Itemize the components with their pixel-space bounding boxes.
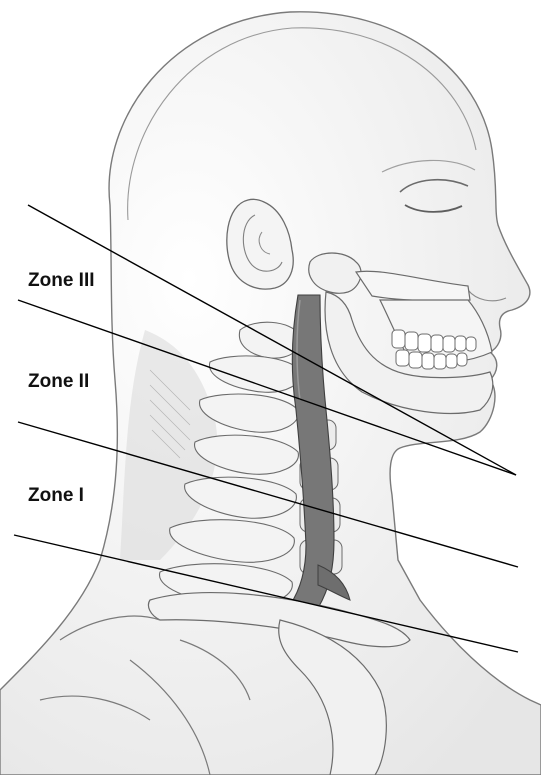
zone-iii-label: Zone III <box>28 270 95 292</box>
teeth <box>392 330 476 369</box>
zone-i-label: Zone I <box>28 485 84 507</box>
zone-ii-label: Zone II <box>28 371 89 393</box>
